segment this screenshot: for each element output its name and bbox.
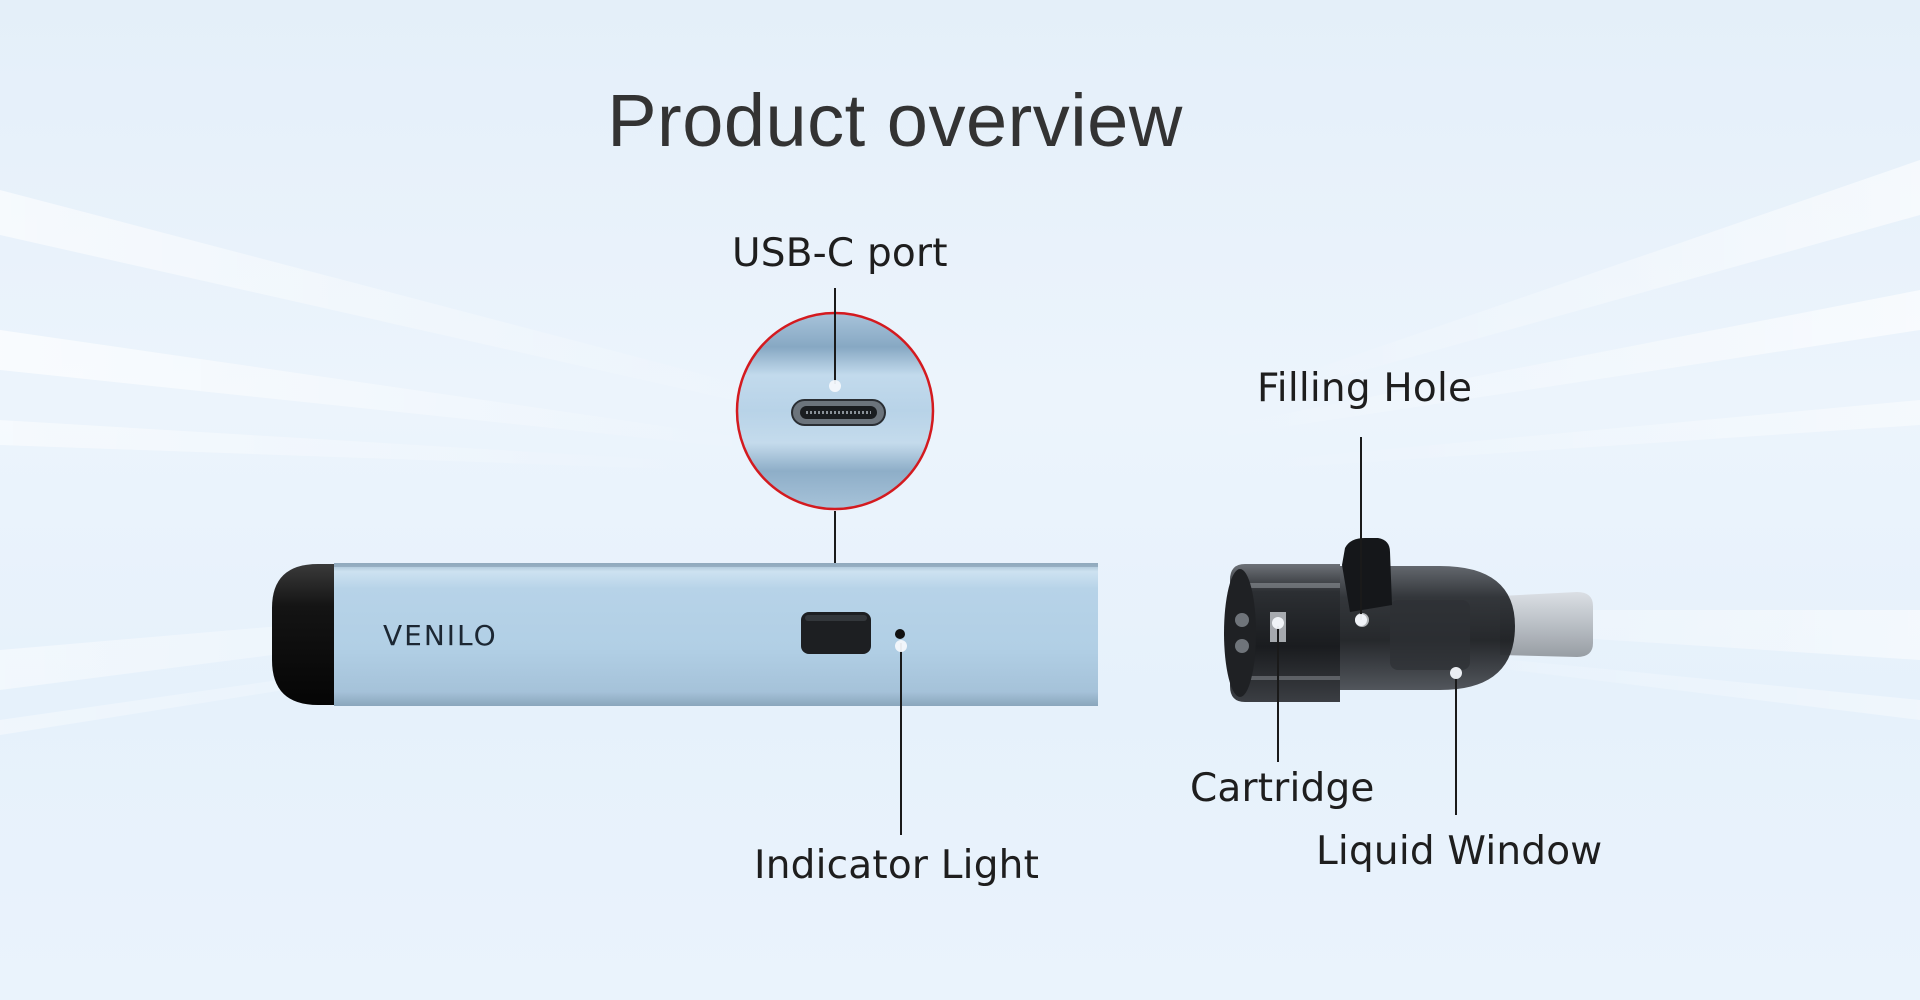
label-filling-hole: Filling Hole	[1257, 366, 1473, 411]
pen-device: VENILO	[272, 563, 1098, 706]
pod-mouthpiece	[1500, 592, 1593, 657]
label-cartridge: Cartridge	[1190, 766, 1375, 811]
label-indicator-light: Indicator Light	[754, 843, 1040, 888]
fire-button	[801, 612, 871, 654]
label-liquid-window: Liquid Window	[1316, 829, 1603, 874]
pen-cap	[272, 564, 338, 705]
pen-brand-logo: VENILO	[383, 619, 498, 652]
page-title: Product overview	[607, 79, 1183, 162]
pod-base-face	[1224, 569, 1256, 697]
indicator-light-dot	[895, 629, 905, 639]
pod-cartridge	[1224, 538, 1593, 702]
label-usb-c-port: USB-C port	[732, 231, 948, 276]
filling-hole-plug	[1342, 538, 1392, 612]
liquid-window	[1390, 600, 1470, 670]
pen-body	[334, 563, 1098, 706]
callout-leaders	[829, 288, 1462, 835]
